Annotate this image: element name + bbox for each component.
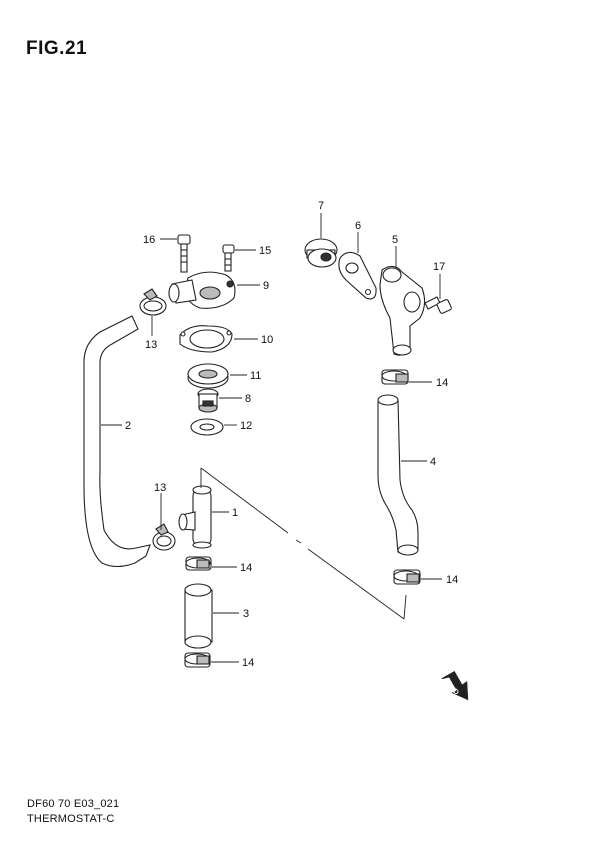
callout-7: 7 xyxy=(318,200,324,212)
part-13-hose-clamp-upper[interactable] xyxy=(139,288,167,316)
part-16-bolt[interactable] xyxy=(177,234,191,273)
part-1-tee-joint[interactable] xyxy=(178,485,212,549)
model-code: DF60 70 E03_021 xyxy=(27,798,120,810)
callout-6: 6 xyxy=(355,220,361,232)
forward-direction-arrow: FWD xyxy=(441,670,469,701)
figure-title: FIG.21 xyxy=(26,38,88,59)
part-3-hose[interactable] xyxy=(184,583,213,649)
part-17-bolt[interactable] xyxy=(424,296,452,314)
part-14-hose-clamp-a[interactable] xyxy=(185,556,212,571)
section-name: THERMOSTAT-C xyxy=(27,813,115,825)
callout-10: 10 xyxy=(261,334,273,346)
part-12-washer[interactable] xyxy=(190,418,224,436)
callout-14-b: 14 xyxy=(242,657,254,669)
callout-13-lower: 13 xyxy=(154,482,166,494)
callout-13-upper: 13 xyxy=(145,339,157,351)
callout-5: 5 xyxy=(392,234,398,246)
part-14-hose-clamp-d[interactable] xyxy=(393,569,421,585)
callout-16: 16 xyxy=(143,234,155,246)
callout-3: 3 xyxy=(243,608,249,620)
callout-11: 11 xyxy=(250,370,261,382)
callout-12: 12 xyxy=(240,420,252,432)
part-14-hose-clamp-b[interactable] xyxy=(184,652,211,668)
callout-1: 1 xyxy=(232,507,238,519)
part-15-bolt[interactable] xyxy=(222,244,235,272)
part-14-hose-clamp-c[interactable] xyxy=(381,369,409,385)
callout-4: 4 xyxy=(430,456,436,468)
part-9-thermostat-cover[interactable] xyxy=(168,271,236,309)
part-13-hose-clamp-lower[interactable] xyxy=(152,523,176,551)
callout-9: 9 xyxy=(263,280,269,292)
part-7-cap[interactable] xyxy=(304,238,338,268)
part-11-seal[interactable] xyxy=(187,363,229,389)
callout-8: 8 xyxy=(245,393,251,405)
part-2-hose[interactable] xyxy=(83,315,151,568)
part-10-gasket[interactable] xyxy=(179,325,233,353)
callout-14-d: 14 xyxy=(446,574,458,586)
connection-guideline xyxy=(200,467,407,620)
callout-2: 2 xyxy=(125,420,131,432)
part-5-thermostat-housing[interactable] xyxy=(379,265,426,356)
callout-15: 15 xyxy=(259,245,271,257)
part-8-thermostat[interactable] xyxy=(197,388,219,413)
part-4-hose[interactable] xyxy=(377,394,419,556)
callout-14-a: 14 xyxy=(240,562,252,574)
callout-17: 17 xyxy=(433,261,445,273)
callout-14-c: 14 xyxy=(436,377,448,389)
part-6-gasket[interactable] xyxy=(338,251,377,300)
